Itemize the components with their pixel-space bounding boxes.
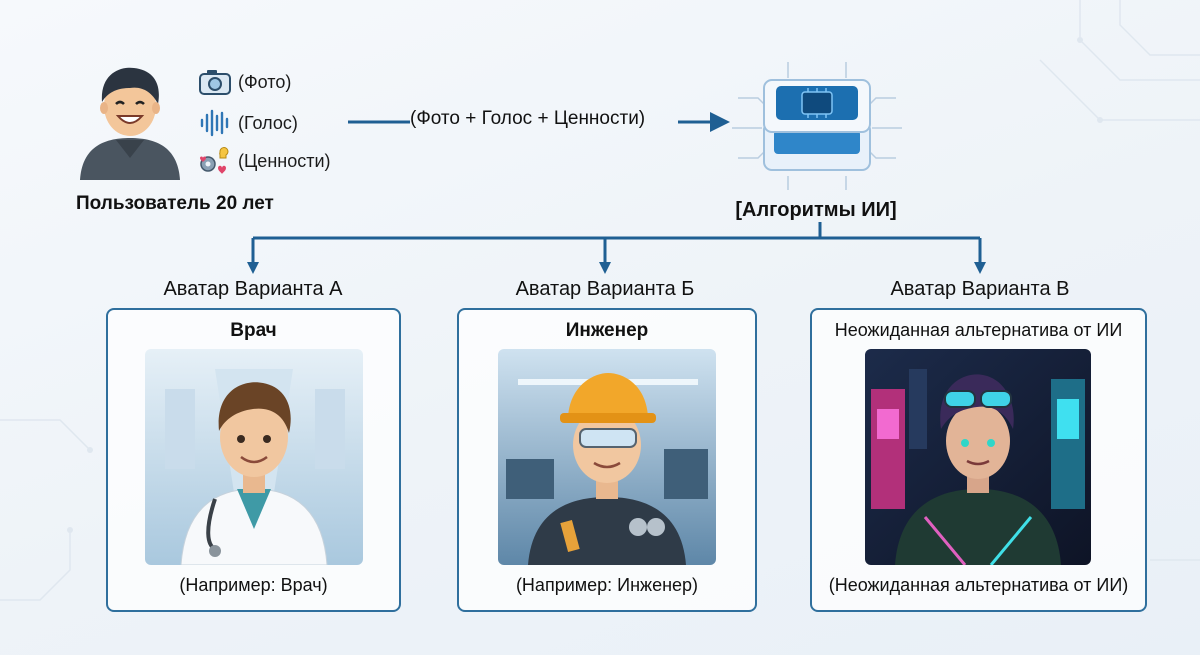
flow-label: (Фото + Голос + Ценности) [410, 108, 646, 129]
variant-c-card: Неожиданная альтернатива от ИИ [810, 308, 1147, 612]
card-title: Неожиданная альтернатива от ИИ [834, 320, 1123, 340]
card-caption: (Например: Врач) [179, 575, 328, 595]
card-caption: (Неожиданная альтернатива от ИИ) [828, 575, 1129, 595]
doctor-avatar-image [145, 349, 363, 565]
input-label: (Ценности) [238, 150, 331, 171]
input-label: (Фото) [238, 71, 292, 92]
user-caption: Пользователь 20 лет [76, 193, 274, 214]
input-label: (Голос) [238, 112, 298, 133]
input-values: (Ценности) [198, 146, 331, 176]
cyberpunk-avatar-image [865, 349, 1091, 565]
values-gears-hearts-icon [198, 146, 232, 176]
input-photo: (Фото) [198, 67, 291, 97]
variant-b-heading: Аватар Варианта Б [515, 278, 695, 300]
variant-b-card: Инженер (Например: Инженер) [457, 308, 757, 612]
ai-algorithms-label: [Алгоритмы ИИ] [735, 199, 897, 221]
camera-icon [198, 67, 232, 97]
card-title: Инженер [565, 320, 649, 341]
engineer-avatar-image [498, 349, 716, 565]
voice-wave-icon [198, 108, 232, 138]
ai-chip-icon [728, 58, 906, 194]
smiling-user-icon [78, 62, 182, 180]
variant-a-heading: Аватар Варианта А [163, 278, 343, 300]
card-title: Врач [230, 320, 277, 341]
card-caption: (Например: Инженер) [515, 575, 699, 595]
input-voice: (Голос) [198, 108, 298, 138]
variant-c-heading: Аватар Варианта В [890, 278, 1070, 300]
variant-a-card: Врач (Например: Врач) [106, 308, 401, 612]
